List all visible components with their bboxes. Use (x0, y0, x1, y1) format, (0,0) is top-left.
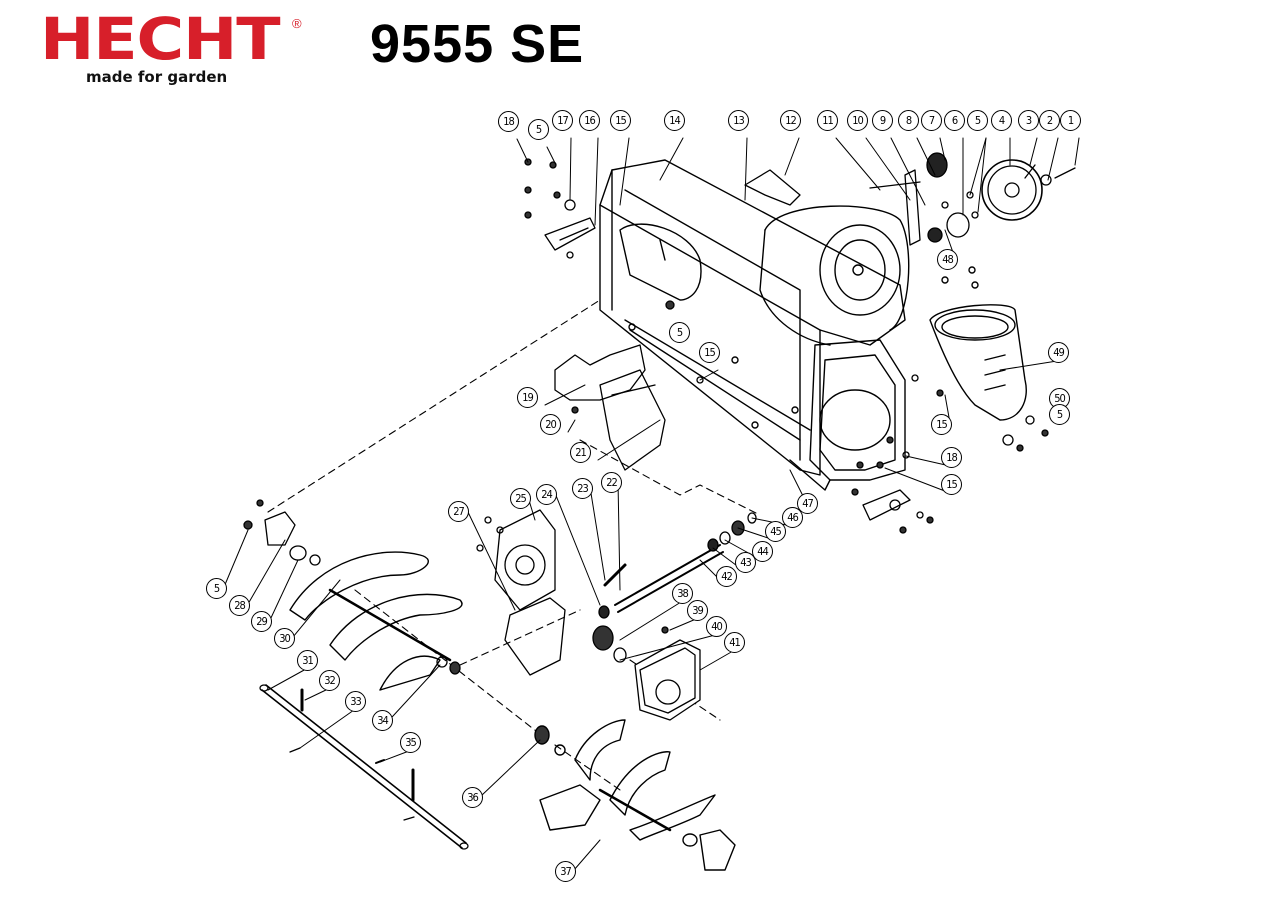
callout-9: 9 (872, 110, 893, 131)
callout-18: 18 (941, 447, 962, 468)
callout-6: 6 (944, 110, 965, 131)
callout-18: 18 (498, 111, 519, 132)
callout-8: 8 (898, 110, 919, 131)
callout-33: 33 (345, 691, 366, 712)
callout-47: 47 (797, 493, 818, 514)
callout-40: 40 (706, 616, 727, 637)
callout-14: 14 (664, 110, 685, 131)
callout-2: 2 (1039, 110, 1060, 131)
auger-drive-shaft (259, 656, 469, 850)
callout-24: 24 (536, 484, 557, 505)
callout-4: 4 (991, 110, 1012, 131)
callout-5: 5 (206, 578, 227, 599)
callout-3: 3 (1018, 110, 1039, 131)
gearbox-half-right (634, 639, 701, 721)
leader-lines (223, 137, 1080, 871)
callout-5: 5 (1049, 404, 1070, 425)
worm-shaft (592, 512, 757, 663)
callout-22: 22 (601, 472, 622, 493)
callout-12: 12 (780, 110, 801, 131)
callout-5: 5 (528, 119, 549, 140)
auger-housing (599, 159, 910, 491)
callout-36: 36 (462, 787, 483, 808)
callout-34: 34 (372, 710, 393, 731)
callout-17: 17 (552, 110, 573, 131)
impeller-housing (554, 344, 666, 471)
auger-right (534, 719, 736, 871)
skid-plate-right (862, 489, 911, 521)
discharge-chute (929, 266, 1027, 421)
callout-10: 10 (847, 110, 868, 131)
brand-tagline: made for garden (86, 68, 228, 86)
brand-wordmark: HECHT (40, 5, 281, 73)
callout-48: 48 (937, 249, 958, 270)
callout-16: 16 (579, 110, 600, 131)
callout-49: 49 (1048, 342, 1069, 363)
callout-15: 15 (931, 414, 952, 435)
model-title: 9555 SE (370, 14, 585, 74)
callout-43: 43 (735, 552, 756, 573)
callout-35: 35 (400, 732, 421, 753)
pulley-assembly (869, 152, 1076, 246)
callout-42: 42 (716, 566, 737, 587)
gearbox-half-left (494, 509, 556, 611)
callout-25: 25 (510, 488, 531, 509)
mounting-bracket (744, 169, 801, 206)
skid-plate-left (544, 217, 596, 251)
fasteners (476, 158, 1049, 634)
callout-37: 37 (555, 861, 576, 882)
callout-5: 5 (967, 110, 988, 131)
callout-45: 45 (765, 521, 786, 542)
assembly-guide-lines (267, 299, 761, 791)
callout-30: 30 (274, 628, 295, 649)
callout-31: 31 (297, 650, 318, 671)
brand-logo: HECHT ® made for garden (40, 10, 310, 90)
callout-39: 39 (687, 600, 708, 621)
callout-44: 44 (752, 541, 773, 562)
callout-32: 32 (319, 670, 340, 691)
registered-mark: ® (292, 16, 302, 31)
callout-46: 46 (782, 507, 803, 528)
callout-5: 5 (669, 322, 690, 343)
callout-27: 27 (448, 501, 469, 522)
callout-20: 20 (540, 414, 561, 435)
callout-28: 28 (229, 595, 250, 616)
gearbox-gasket (504, 597, 566, 676)
callout-7: 7 (921, 110, 942, 131)
auger-left (289, 551, 463, 691)
callout-29: 29 (251, 611, 272, 632)
callout-21: 21 (570, 442, 591, 463)
bearing-housing-left (243, 499, 321, 566)
callout-15: 15 (699, 342, 720, 363)
callout-13: 13 (728, 110, 749, 131)
callout-15: 15 (941, 474, 962, 495)
callout-11: 11 (817, 110, 838, 131)
callout-19: 19 (517, 387, 538, 408)
callout-15: 15 (610, 110, 631, 131)
callout-23: 23 (572, 478, 593, 499)
callout-1: 1 (1060, 110, 1081, 131)
callout-38: 38 (672, 583, 693, 604)
callout-41: 41 (724, 632, 745, 653)
